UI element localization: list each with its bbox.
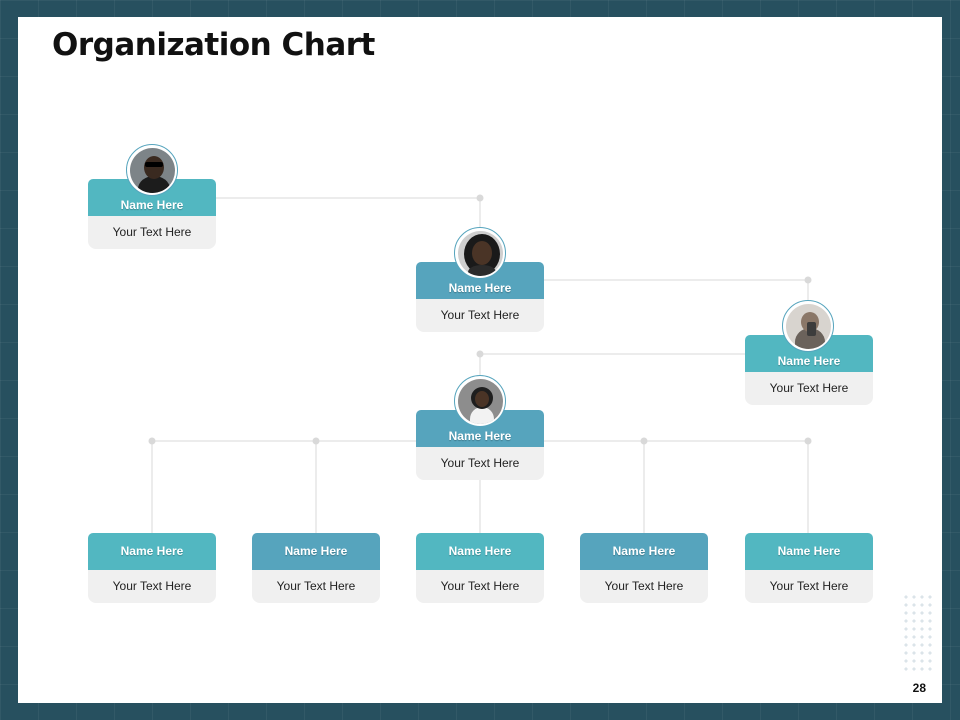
page-title: Organization Chart [52,27,375,63]
connector-dot [804,437,812,445]
node-name: Name Here [88,533,216,570]
node-text: Your Text Here [252,570,380,603]
decorative-dot-pattern [902,593,936,673]
avatar [782,300,834,352]
connector-dot [148,437,156,445]
slide: Organization Chart [18,17,942,703]
node-name: Name Here [416,533,544,570]
org-node-fourth: Name Here Your Text Here [416,410,544,480]
avatar [454,227,506,279]
node-name: Name Here [580,533,708,570]
node-text: Your Text Here [88,570,216,603]
connector-lines [148,194,812,533]
org-node-bottom-5: Name Here Your Text Here [745,533,873,603]
connector-dot [804,276,812,284]
avatar [126,144,178,196]
node-text: Your Text Here [416,447,544,480]
node-name: Name Here [745,533,873,570]
avatar [454,375,506,427]
node-text: Your Text Here [416,570,544,603]
node-text: Your Text Here [745,570,873,603]
connector-dot [640,437,648,445]
org-node-bottom-2: Name Here Your Text Here [252,533,380,603]
org-node-bottom-1: Name Here Your Text Here [88,533,216,603]
connector-dot [312,437,320,445]
node-name: Name Here [252,533,380,570]
node-text: Your Text Here [580,570,708,603]
connector-dot [476,194,484,202]
node-text: Your Text Here [745,372,873,405]
node-text: Your Text Here [416,299,544,332]
page-number: 28 [912,681,926,695]
node-text: Your Text Here [88,216,216,249]
org-node-second: Name Here Your Text Here [416,262,544,332]
org-node-bottom-4: Name Here Your Text Here [580,533,708,603]
connector-dot [476,350,484,358]
org-node-bottom-3: Name Here Your Text Here [416,533,544,603]
